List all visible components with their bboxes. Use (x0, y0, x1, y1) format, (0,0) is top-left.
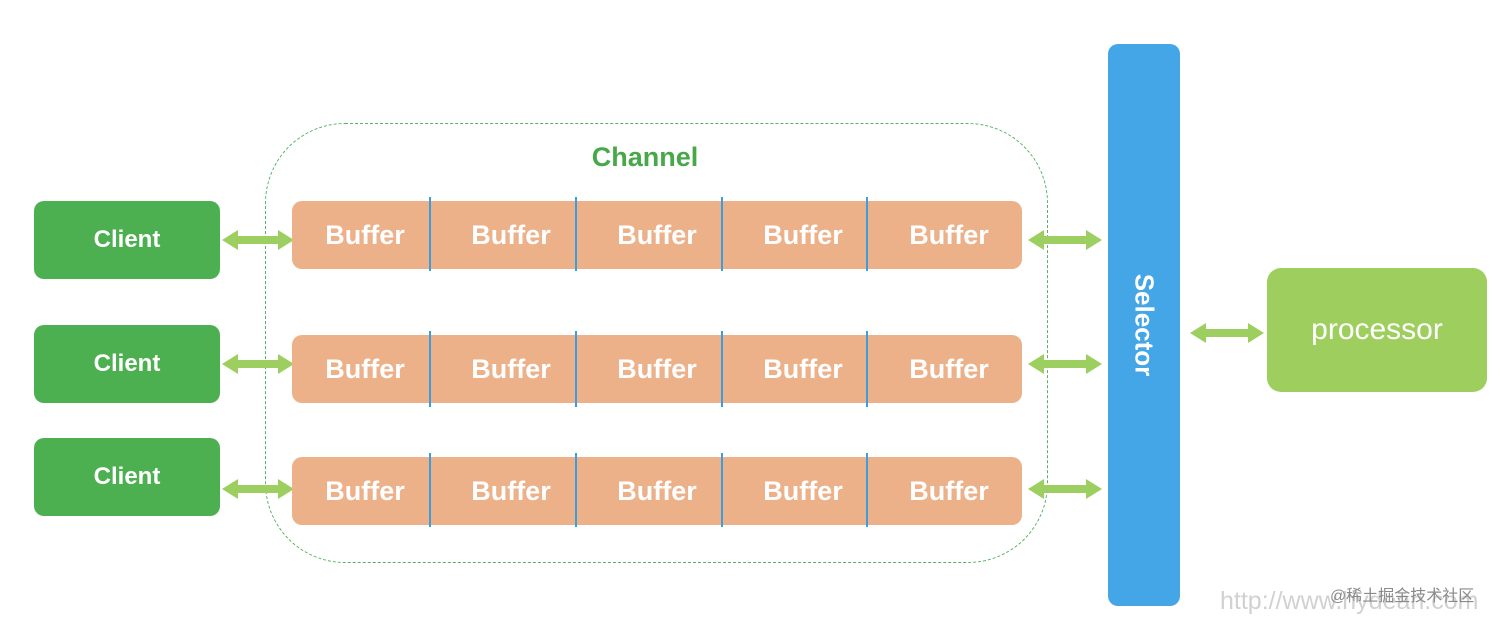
buffer-divider (721, 331, 723, 407)
buffer-selector-arrow-3 (1026, 476, 1104, 502)
watermark-url: http://www.hydean.com (1220, 587, 1479, 615)
selector-label: Selector (1129, 273, 1160, 377)
client-1-label: Client (93, 226, 161, 253)
buffer-selector-arrow-1 (1026, 227, 1104, 253)
buffer-row-1: Buffer Buffer Buffer Buffer Buffer (292, 201, 1022, 269)
selector-processor-arrow (1188, 320, 1266, 346)
buffer-cell: Buffer (471, 219, 551, 250)
buffer-cell: Buffer (617, 475, 697, 506)
buffer-row-2: Buffer Buffer Buffer Buffer Buffer (292, 335, 1022, 403)
buffer-divider (721, 453, 723, 527)
buffer-cell: Buffer (471, 475, 551, 506)
buffer-cell: Buffer (909, 353, 989, 384)
buffer-cell: Buffer (763, 353, 843, 384)
buffer-cell: Buffer (617, 353, 697, 384)
client-buffer-arrow-3 (220, 476, 296, 502)
buffer-divider (429, 453, 431, 527)
buffer-cell: Buffer (909, 219, 989, 250)
channel-label: Channel (591, 142, 699, 172)
watermark-community: @稀土掘金技术社区 (1330, 588, 1475, 605)
buffer-divider (575, 331, 577, 407)
buffer-divider (429, 331, 431, 407)
buffer-divider (429, 197, 431, 271)
buffer-cell: Buffer (471, 353, 551, 384)
client-3: Client (34, 438, 220, 516)
buffer-cell: Buffer (325, 219, 405, 250)
buffer-cell: Buffer (617, 219, 697, 250)
buffer-cell: Buffer (325, 475, 405, 506)
buffer-divider (866, 331, 868, 407)
processor-box: processor (1267, 268, 1487, 392)
buffer-cell: Buffer (325, 353, 405, 384)
selector-bar: Selector (1108, 44, 1180, 606)
client-2: Client (34, 325, 220, 403)
processor-label: processor (1311, 313, 1443, 346)
client-2-label: Client (93, 350, 161, 377)
buffer-selector-arrow-2 (1026, 351, 1104, 377)
client-1: Client (34, 201, 220, 279)
buffer-cell: Buffer (763, 475, 843, 506)
buffer-divider (866, 453, 868, 527)
buffer-cell: Buffer (763, 219, 843, 250)
buffer-cell: Buffer (909, 475, 989, 506)
buffer-divider (721, 197, 723, 271)
client-buffer-arrow-2 (220, 351, 296, 377)
client-buffer-arrow-1 (220, 227, 296, 253)
channel-container (265, 123, 1048, 563)
buffer-divider (575, 197, 577, 271)
buffer-divider (866, 197, 868, 271)
client-3-label: Client (93, 463, 161, 490)
buffer-row-3: Buffer Buffer Buffer Buffer Buffer (292, 457, 1022, 525)
buffer-divider (575, 453, 577, 527)
